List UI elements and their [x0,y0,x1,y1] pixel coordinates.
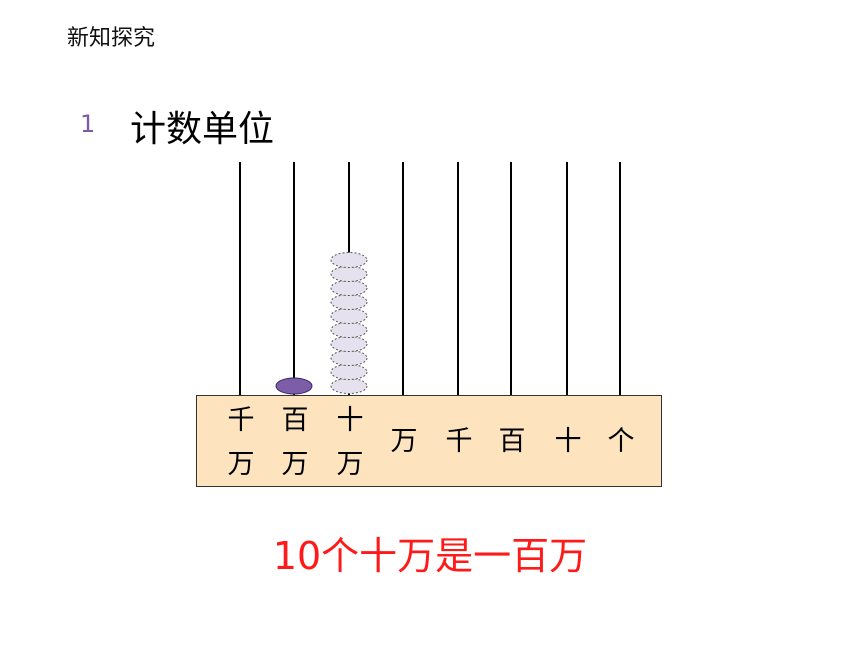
abacus-bead-dashed [330,266,368,282]
abacus-bead-dashed [330,350,368,366]
abacus-bead-dashed [330,322,368,338]
place-label-bottom: 万 [336,449,364,480]
abacus-bead-dashed [330,378,368,394]
place-label-top: 千 [227,405,255,436]
item-title: 计数单位 [130,109,275,150]
abacus-bead-dashed [330,294,368,310]
place-label: 十 [554,426,582,457]
abacus-bead-dashed [330,280,368,296]
abacus-bead-dashed [330,336,368,352]
place-label-bottom: 万 [227,449,255,480]
place-label: 百 [498,426,526,457]
item-number: 1 [80,110,96,138]
place-label: 万 [390,426,418,457]
abacus-board: 千万百万十万万千百十个 [196,395,662,487]
place-label-top: 百 [281,405,309,436]
place-label-bottom: 万 [281,449,309,480]
abacus-bead-dashed [330,364,368,380]
place-label: 个 [607,426,635,457]
section-header: 新知探究 [67,26,156,51]
abacus-bead-dashed [330,308,368,324]
place-label-top: 十 [336,405,364,436]
caption: 10个十万是一百万 [272,534,588,578]
place-label: 千 [445,426,473,457]
abacus-bead [275,377,313,395]
abacus-bead-dashed [330,252,368,268]
